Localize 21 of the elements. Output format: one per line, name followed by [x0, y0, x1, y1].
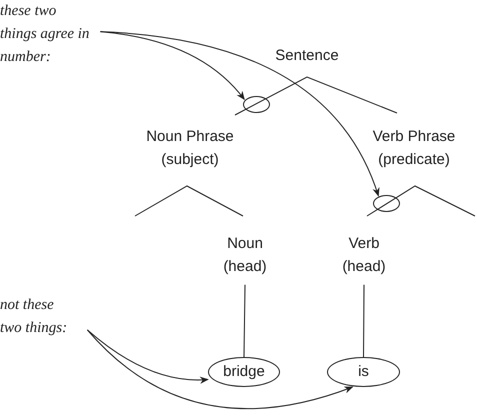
word-oval: is	[327, 357, 400, 387]
ellipse-marker	[373, 195, 400, 212]
connector-line	[363, 284, 364, 358]
note-text: not these two things:	[0, 294, 74, 340]
node-label: Verb	[348, 234, 380, 254]
role-label: (head)	[223, 257, 267, 277]
note-text: these two things agree in number:	[0, 0, 92, 66]
node-label: Verb Phrase	[372, 127, 456, 147]
node-label: Noun Phrase	[146, 127, 234, 147]
ellipse-marker	[243, 96, 270, 113]
arrow	[100, 31, 245, 100]
role-label: (predicate)	[378, 150, 450, 170]
role-label: (subject)	[161, 150, 219, 170]
connector-line	[244, 284, 246, 358]
arrow	[100, 31, 379, 197]
role-label: (head)	[342, 257, 386, 277]
node-label: Noun	[227, 234, 263, 254]
arrow	[86, 329, 354, 410]
node-label: Sentence	[275, 46, 339, 66]
word-oval: bridge	[208, 357, 280, 387]
arrow	[86, 329, 209, 384]
